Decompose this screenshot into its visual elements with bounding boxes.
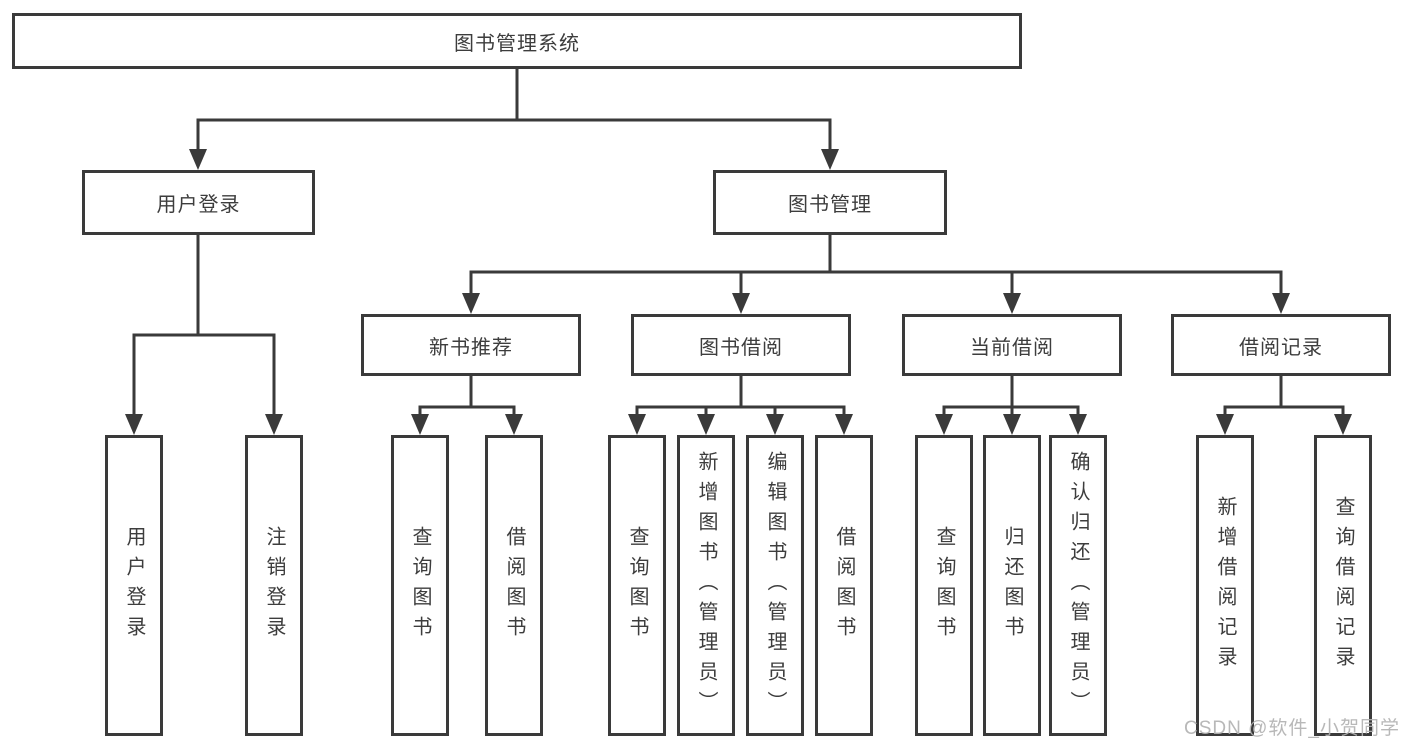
node-label: 查询图书 (933, 525, 955, 646)
node-current-borrow: 当前借阅 (902, 314, 1122, 376)
node-label: 确认归还（管理员） (1067, 450, 1089, 721)
leaf-borrow-books-recommend: 借阅图书 (485, 435, 543, 736)
leaf-return-book: 归还图书 (983, 435, 1041, 736)
leaf-borrow-books: 借阅图书 (815, 435, 873, 736)
node-new-book-recommend: 新书推荐 (361, 314, 581, 376)
node-label: 图书管理系统 (454, 32, 580, 55)
node-label: 当前借阅 (970, 336, 1054, 359)
node-book-borrow: 图书借阅 (631, 314, 851, 376)
leaf-query-books-current: 查询图书 (915, 435, 973, 736)
node-label: 借阅记录 (1239, 336, 1323, 359)
node-label: 查询借阅记录 (1332, 495, 1354, 676)
node-book-management: 图书管理 (713, 170, 947, 235)
leaf-add-borrow-record: 新增借阅记录 (1196, 435, 1254, 736)
node-label: 用户登录 (123, 525, 145, 646)
node-label: 归还图书 (1001, 525, 1023, 646)
watermark: CSDN @软件_小贺同学 (1184, 718, 1400, 739)
node-label: 编辑图书（管理员） (764, 450, 786, 721)
node-label: 查询图书 (409, 525, 431, 646)
leaf-edit-book-admin: 编辑图书（管理员） (746, 435, 804, 736)
leaf-query-borrow-record: 查询借阅记录 (1314, 435, 1372, 736)
node-borrow-records: 借阅记录 (1171, 314, 1391, 376)
node-label: 图书借阅 (699, 336, 783, 359)
leaf-query-books-borrow: 查询图书 (608, 435, 666, 736)
leaf-query-books-recommend: 查询图书 (391, 435, 449, 736)
leaf-user-login: 用户登录 (105, 435, 163, 736)
node-label: 查询图书 (626, 525, 648, 646)
node-label: 新书推荐 (429, 336, 513, 359)
node-label: 借阅图书 (833, 525, 855, 646)
leaf-add-book-admin: 新增图书（管理员） (677, 435, 735, 736)
node-label: 借阅图书 (503, 525, 525, 646)
node-label: 新增借阅记录 (1214, 495, 1236, 676)
node-user-login: 用户登录 (82, 170, 315, 235)
leaf-logout: 注销登录 (245, 435, 303, 736)
node-label: 用户登录 (156, 194, 241, 216)
node-label: 新增图书（管理员） (695, 450, 717, 721)
node-label: 图书管理 (788, 194, 872, 216)
node-root: 图书管理系统 (12, 13, 1022, 69)
node-label: 注销登录 (263, 525, 285, 646)
leaf-confirm-return-admin: 确认归还（管理员） (1049, 435, 1107, 736)
arrowheads (125, 149, 1352, 435)
